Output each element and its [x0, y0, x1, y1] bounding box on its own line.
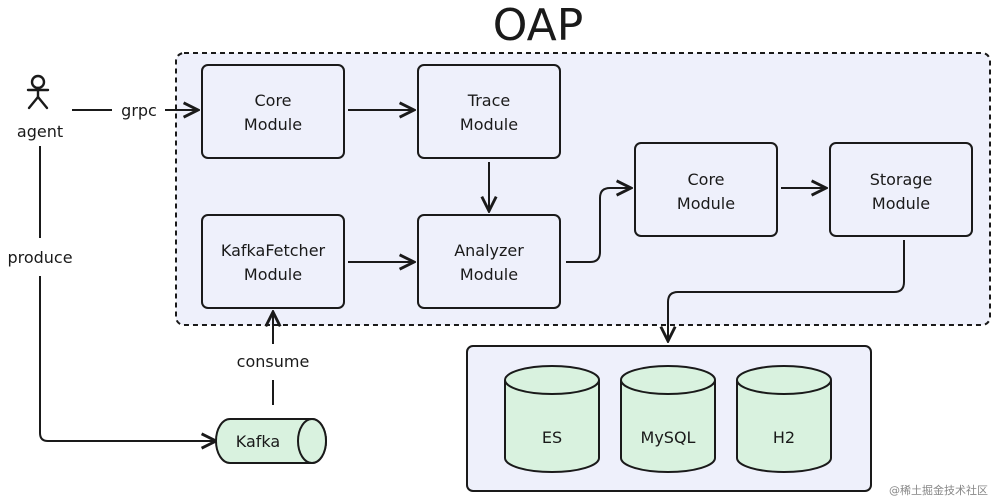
- edge-produce-label: produce: [7, 248, 72, 267]
- kafka-fetcher-module-line1: KafkaFetcher: [221, 241, 326, 260]
- diagram-title: OAP: [493, 0, 584, 51]
- database-es: ES: [504, 365, 600, 473]
- edge-produce-arrow: [39, 276, 216, 441]
- storage-module-line2: Module: [872, 194, 930, 213]
- agent-icon: [26, 74, 50, 110]
- core-module-right-line1: Core: [687, 170, 724, 189]
- trace-module-line2: Module: [460, 115, 518, 134]
- edge-storage-to-backend: [668, 240, 905, 341]
- core-module-right-line2: Module: [677, 194, 735, 213]
- analyzer-module: Analyzer Module: [417, 214, 561, 309]
- core-module-top: Core Module: [201, 64, 345, 159]
- oap-container: [175, 52, 991, 326]
- agent-label: agent: [17, 122, 63, 141]
- trace-module: Trace Module: [417, 64, 561, 159]
- analyzer-module-line2: Module: [460, 265, 518, 284]
- database-mysql-label: MySQL: [641, 428, 696, 447]
- edge-consume-label: consume: [237, 352, 310, 371]
- kafka-fetcher-module-line2: Module: [244, 265, 302, 284]
- edge-grpc-label: grpc: [121, 101, 157, 120]
- database-h2-label: H2: [773, 428, 795, 447]
- core-module-right: Core Module: [634, 142, 778, 237]
- core-module-top-line2: Module: [244, 115, 302, 134]
- watermark: @稀土掘金技术社区: [889, 483, 988, 497]
- kafka-fetcher-module: KafkaFetcher Module: [201, 214, 345, 309]
- edge-analyzer-to-core: [566, 188, 631, 263]
- trace-module-line1: Trace: [467, 91, 510, 110]
- core-module-top-line1: Core: [254, 91, 291, 110]
- database-h2: H2: [736, 365, 832, 473]
- analyzer-module-line1: Analyzer: [454, 241, 524, 260]
- storage-module-line1: Storage: [870, 170, 933, 189]
- database-es-label: ES: [542, 428, 562, 447]
- storage-module: Storage Module: [829, 142, 973, 237]
- database-mysql: MySQL: [620, 365, 716, 473]
- kafka-label: Kafka: [236, 432, 280, 451]
- kafka-queue: Kafka: [215, 418, 327, 464]
